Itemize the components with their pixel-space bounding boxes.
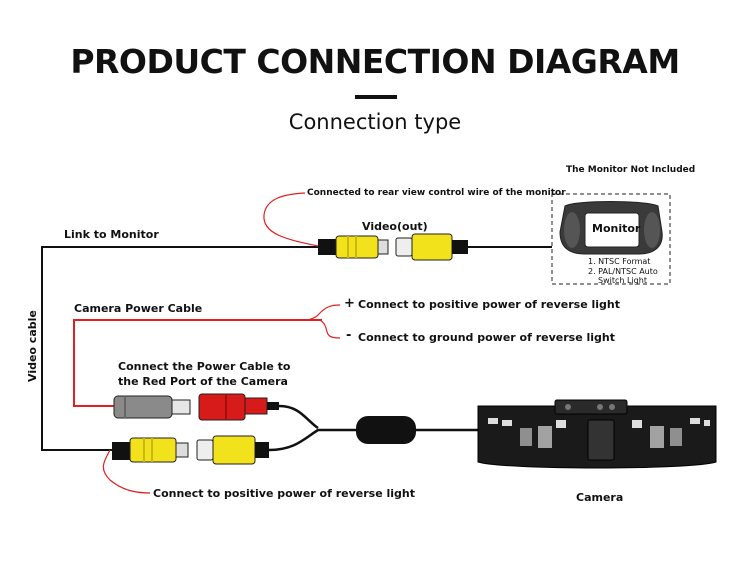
- monitor-spec-2b: Switch Light: [598, 276, 647, 285]
- video-cable-label: Video cable: [26, 310, 39, 382]
- positive-reverse-label: Connect to positive power of reverse lig…: [358, 298, 621, 311]
- monitor-label: Monitor: [592, 222, 641, 235]
- power-cable-line1: Connect the Power Cable to: [118, 360, 291, 373]
- rear-view-callout: Connected to rear view control wire of t…: [307, 188, 566, 198]
- cable-junction-box: [356, 416, 416, 444]
- video-out-label: Video(out): [362, 220, 428, 233]
- power-connector: [113, 393, 279, 421]
- power-split-wire: [308, 304, 341, 339]
- merge-wires: [268, 404, 358, 452]
- rear-view-control-wire: [263, 192, 319, 247]
- bottom-positive-label: Connect to positive power of reverse lig…: [153, 487, 416, 500]
- ground-reverse-label: Connect to ground power of reverse light: [358, 331, 615, 344]
- diagram-subtitle: Connection type: [288, 110, 462, 134]
- camera-power-cable-label: Camera Power Cable: [74, 302, 203, 315]
- bottom-callout-wire: [102, 449, 151, 494]
- monitor-not-included-label: The Monitor Not Included: [566, 165, 696, 175]
- positive-sign: +: [344, 296, 355, 311]
- title-underline: [355, 95, 397, 99]
- camera-label: Camera: [576, 491, 624, 504]
- link-to-monitor-wire: [41, 246, 318, 451]
- power-cable-line2: the Red Port of the Camera: [118, 375, 288, 388]
- camera-power-wire: [73, 319, 322, 407]
- diagram-title: PRODUCT CONNECTION DIAGRAM: [70, 42, 680, 81]
- monitor-illustration: [551, 193, 671, 285]
- link-to-monitor-label: Link to Monitor: [64, 228, 159, 241]
- video-in-connector: [112, 435, 269, 465]
- monitor-spec-2: 2. PAL/NTSC Auto: [588, 267, 658, 276]
- monitor-spec-1: 1. NTSC Format: [588, 257, 651, 266]
- negative-sign: -: [346, 328, 352, 343]
- video-out-connector: [318, 233, 468, 261]
- camera-plate: [477, 399, 717, 469]
